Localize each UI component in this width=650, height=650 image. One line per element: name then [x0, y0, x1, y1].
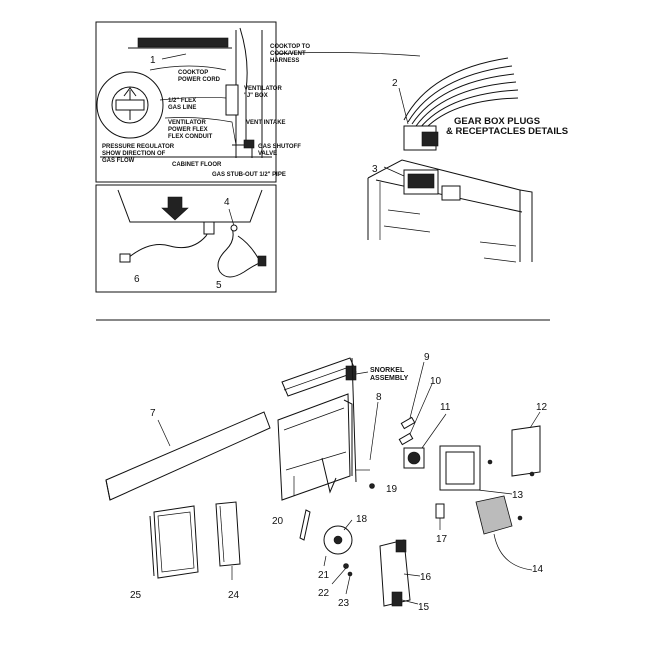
callout-19: 19: [386, 484, 398, 495]
label-stubout: GAS STUB-OUT 1/2" PIPE: [212, 172, 286, 178]
ventilator-j-box: [225, 84, 239, 116]
installation-detail-box: 1 COOKTOP TO COOK/VENT HARNESS COOKTOP P…: [95, 21, 312, 183]
callout-17: 17: [436, 534, 448, 545]
panel-strip: [105, 411, 271, 501]
link-arm: [299, 509, 311, 541]
harness-plug: [119, 253, 131, 263]
label-gas-line: 1/2" FLEX GAS LINE: [168, 98, 198, 111]
callout-16: 16: [420, 572, 432, 583]
label-cooktop-harness: COOKTOP TO COOK/VENT HARNESS: [270, 44, 312, 64]
label-shutoff: GAS SHUTOFF VALVE: [258, 144, 303, 157]
gear-box-detail: 2 3 GEAR BOX PLUGS & RECEPTACLES DETAILS: [275, 52, 568, 263]
callout-20: 20: [272, 516, 284, 527]
callout-6: 6: [134, 274, 140, 285]
callout-25: 25: [130, 590, 142, 601]
bushing: [435, 503, 445, 519]
exploded-view: SNORKEL ASSEMBLY 7 8 19 9 10 11: [105, 352, 548, 613]
cover-plate: [511, 425, 541, 477]
callout-3: 3: [372, 164, 378, 175]
callout-18: 18: [356, 514, 368, 525]
switch-block: [391, 591, 403, 607]
label-regulator: PRESSURE REGULATOR SHOW DIRECTION OF GAS…: [102, 144, 176, 164]
label-gear-box-2: & RECEPTACLES DETAILS: [446, 126, 568, 137]
callout-14: 14: [532, 564, 544, 575]
label-vent-conduit: VENTILATOR POWER FLEX FLEX CONDUIT: [168, 120, 213, 140]
label-vent-intake: VENT INTAKE: [246, 120, 286, 126]
callout-1: 1: [150, 55, 156, 66]
instruction-booklet: [215, 501, 241, 567]
callout-24: 24: [228, 590, 240, 601]
label-vent-box: VENTILATOR "J" BOX: [244, 86, 283, 99]
callout-8: 8: [376, 392, 382, 403]
callout-10: 10: [430, 376, 442, 387]
callout-15: 15: [418, 602, 430, 613]
callout-5: 5: [216, 280, 222, 291]
snorkel-assembly: [281, 357, 357, 397]
callout-23: 23: [338, 598, 350, 609]
callout-21: 21: [318, 570, 330, 581]
callout-2: 2: [392, 78, 398, 89]
label-cooktop-cord: COOKTOP POWER CORD: [178, 70, 221, 83]
main-housing: [277, 393, 351, 501]
callout-7: 7: [150, 408, 156, 419]
callout-11: 11: [440, 402, 451, 413]
wire-harness-box: 4 6 5: [95, 184, 277, 293]
callout-13: 13: [512, 490, 524, 501]
callout-9: 9: [424, 352, 430, 363]
cooktop-burner-strip: [137, 37, 229, 48]
down-arrow-icon: [161, 196, 189, 221]
label-cabinet-floor: CABINET FLOOR: [172, 162, 222, 168]
regulator-detail-circle: [96, 71, 164, 139]
callout-22: 22: [318, 588, 330, 599]
label-snorkel: SNORKEL ASSEMBLY: [370, 367, 409, 382]
manual-book: [153, 505, 199, 579]
callout-12: 12: [536, 402, 548, 413]
filter-pad: [475, 495, 513, 535]
callout-4: 4: [224, 197, 230, 208]
label-gear-box: GEAR BOX PLUGS: [454, 116, 540, 127]
power-plug: [257, 255, 267, 267]
